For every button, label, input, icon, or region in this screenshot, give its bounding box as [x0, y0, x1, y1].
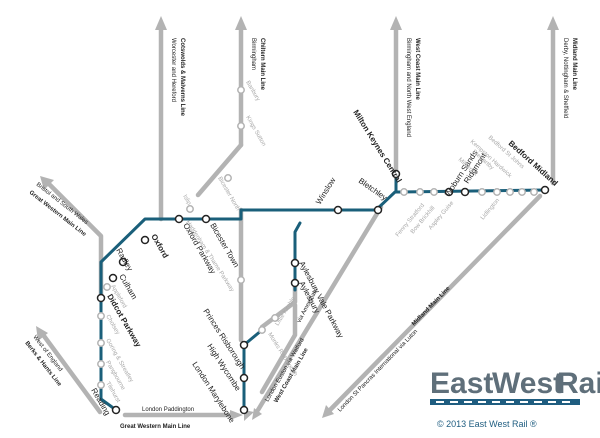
label-midland-dest: Derby, Nottingham & Sheffield: [562, 38, 568, 118]
station-tilehurst[interactable]: [97, 381, 105, 389]
station-stewartby[interactable]: [506, 188, 514, 196]
station-millbrook[interactable]: [493, 188, 501, 196]
logo-train-bar: [430, 399, 580, 405]
logo-rail: Rail: [557, 367, 600, 400]
station-didcot[interactable]: [96, 293, 106, 303]
label-aspley-guise: Aspley Guise: [428, 200, 456, 231]
arrow-midland: [547, 16, 559, 30]
ewr-aylesbury-branch: [293, 221, 302, 292]
station-lidlington[interactable]: [478, 188, 486, 196]
station-aylesbury[interactable]: [290, 278, 300, 288]
label-lidlington: Lidlington: [480, 198, 501, 222]
label-winslow: Winslow: [314, 176, 338, 206]
label-kings-sutton: Kings Sutton: [244, 115, 266, 147]
station-ridgmont[interactable]: [460, 187, 470, 197]
label-bletchley: Bletchley: [357, 176, 389, 202]
station-oxford[interactable]: [140, 235, 150, 245]
station-radley[interactable]: [118, 257, 128, 267]
arrow-wcml: [390, 16, 402, 30]
station-goring[interactable]: [97, 339, 105, 347]
station-woburn-sands[interactable]: [444, 187, 454, 197]
station-aspley-guise[interactable]: [430, 188, 438, 196]
logo-west: West: [492, 367, 563, 400]
amersham-line: [259, 302, 298, 395]
station-pangbourne[interactable]: [97, 360, 105, 368]
label-chiltern-birmingham: Birmingham: [250, 38, 256, 70]
label-radley: Radley: [114, 247, 134, 273]
station-fenny-stratford[interactable]: [400, 188, 408, 196]
label-aylesbury-vale: Aylesbury Vale Parkway: [297, 260, 345, 340]
label-london-paddington: London Paddington: [142, 407, 194, 413]
station-princes-risborough[interactable]: [239, 340, 249, 350]
logo-east: East: [430, 367, 493, 400]
station-aylesbury-vale[interactable]: [290, 258, 300, 268]
label-cotswolds: Cotswolds & Malverns Line: [179, 38, 185, 117]
label-worcester: Worcester and Hereford: [170, 38, 176, 102]
station-bicester-north[interactable]: [224, 174, 232, 182]
station-high-wycombe[interactable]: [239, 373, 249, 383]
arrow-stpancras: [322, 405, 334, 418]
station-little-kimble[interactable]: [271, 314, 279, 322]
gwml-west-line: [41, 333, 103, 415]
label-chiltern-main: Chiltern Main Line: [259, 38, 265, 91]
arrow-west-england: [36, 326, 48, 341]
copyright-text: © 2013 East West Rail ®: [437, 419, 537, 429]
existing-arrows: [36, 16, 559, 421]
station-mk-central[interactable]: [391, 169, 401, 179]
station-bow-brickhill[interactable]: [416, 188, 424, 196]
logo-train-windows: [436, 401, 570, 403]
station-bedford-midland[interactable]: [540, 185, 550, 195]
label-banbury: Banbury: [244, 80, 260, 102]
station-bedford-st-johns[interactable]: [530, 188, 538, 196]
stations-main: [96, 169, 550, 415]
station-bletchley[interactable]: [373, 205, 383, 215]
arrow-paddington: [230, 410, 243, 420]
arrow-bristol: [40, 176, 54, 190]
arrow-chiltern: [235, 16, 247, 30]
station-cholsey[interactable]: [97, 312, 105, 320]
label-gwml-bottom: Great Western Main Line: [120, 424, 191, 430]
station-bicester-town[interactable]: [201, 214, 211, 224]
midland-south: [327, 193, 543, 413]
station-oxford-parkway[interactable]: [174, 214, 184, 224]
label-stpancras: London St Pancras International via Luto…: [337, 329, 419, 414]
station-reading[interactable]: [111, 405, 121, 415]
station-kempston[interactable]: [518, 188, 526, 196]
station-winslow[interactable]: [333, 205, 343, 215]
label-islip: Islip: [181, 194, 192, 207]
label-wcml: West Coast Main Line: [414, 38, 420, 101]
label-euston: London Euston via Watford: [265, 338, 306, 403]
station-appleford[interactable]: [103, 283, 111, 291]
station-kings-sutton[interactable]: [237, 122, 245, 130]
station-haddenham[interactable]: [237, 276, 245, 284]
label-midland: Midland Main Line: [571, 38, 577, 91]
arrow-euston: [252, 408, 262, 420]
label-midland-bottom: Midland Main Line: [411, 285, 452, 327]
station-islip[interactable]: [186, 205, 194, 213]
arrow-cotswold: [155, 16, 167, 30]
station-labels-grey: Banbury Kings Sutton Bicester North Isli…: [104, 80, 525, 404]
chiltern-connection: [195, 142, 244, 198]
stations-grey: [97, 86, 538, 389]
station-marylebone[interactable]: [239, 405, 249, 415]
station-banbury[interactable]: [237, 86, 245, 94]
east-west-rail-logo: East West Rail © 2013 East West Rail ®: [430, 367, 600, 429]
station-monks-risborough[interactable]: [258, 326, 266, 334]
label-oxford: Oxford: [149, 233, 170, 260]
label-wcml-dest: Birmingham and North West England: [405, 38, 411, 137]
station-culham[interactable]: [108, 273, 118, 283]
wcml-south: [255, 204, 384, 413]
